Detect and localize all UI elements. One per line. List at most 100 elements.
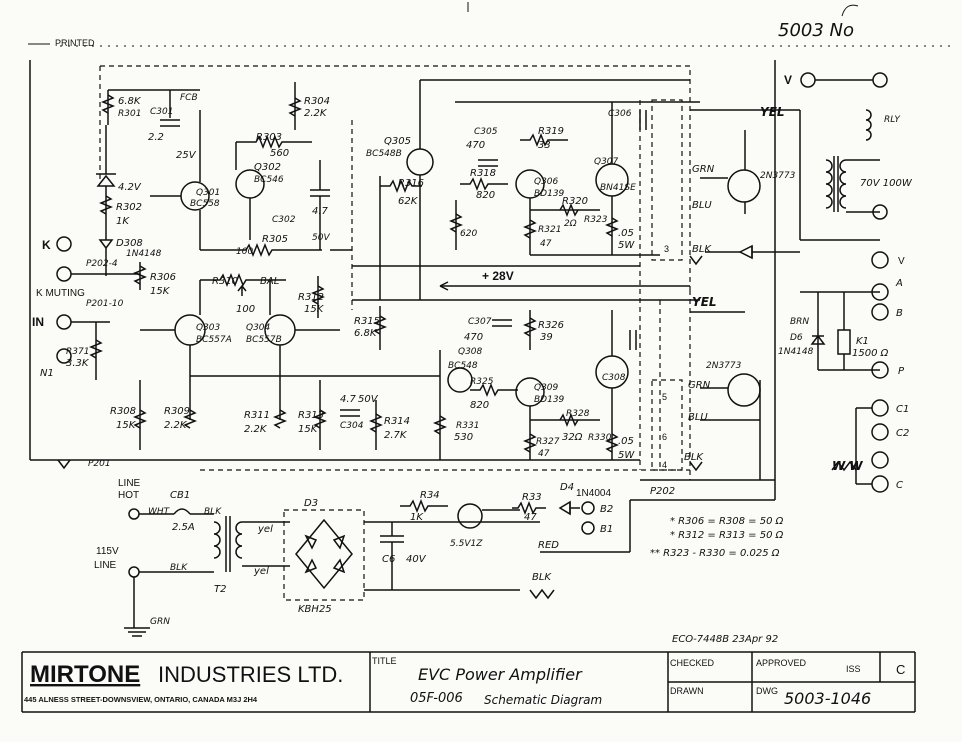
r33-ref: R33 <box>522 492 542 503</box>
terminal-in-label: IN <box>32 315 44 329</box>
q307-part: BN41SE <box>600 183 636 193</box>
corner-note: 5003 No <box>778 20 854 41</box>
r325-value: 820 <box>470 400 489 411</box>
terminal-c2-label: C2 <box>896 428 909 439</box>
r330-watt: 5W <box>618 450 635 461</box>
diff-pair: R310 100 BAL R312 15K Q303 BC557A Q304 B… <box>140 272 440 420</box>
q304-ref: Q304 <box>246 323 271 333</box>
dwg-label: DWG <box>756 686 778 696</box>
r318-value: 820 <box>476 190 495 201</box>
r331-ref: R331 <box>456 421 479 431</box>
r330-value: .05 <box>618 436 634 447</box>
cb1-ref: CB1 <box>170 490 190 501</box>
fc-label: FCB <box>180 93 198 103</box>
r327-value: 47 <box>538 449 550 459</box>
r326-value: 39 <box>540 332 553 343</box>
q309-part: BD139 <box>534 395 565 405</box>
terminal-k-muting[interactable] <box>56 266 72 282</box>
r302-value: 1K <box>116 216 130 227</box>
r304-ref: R304 <box>304 96 330 107</box>
terminal-v-right-screw[interactable] <box>872 72 888 88</box>
terminal-a[interactable] <box>871 283 889 301</box>
terminal-line-hot[interactable] <box>128 508 140 520</box>
r301-ref: R301 <box>118 109 141 119</box>
terminal-c3[interactable] <box>871 451 889 469</box>
company-brand: MIRTONE <box>30 661 140 688</box>
r327-ref: R327 <box>536 437 560 447</box>
r313-ref: R313 <box>298 410 324 421</box>
r323-value: .05 <box>618 228 634 239</box>
title-label: TITLE <box>372 656 397 666</box>
lower-output: C307 470 R326 39 Q308 BC548 R325 820 Q30… <box>432 310 637 461</box>
q303-part: BC557A <box>196 335 232 345</box>
terminal-v-top-screw[interactable] <box>800 72 816 88</box>
r321-ref: R321 <box>538 225 561 235</box>
red-label: RED <box>538 540 559 551</box>
input-section: 6.8K R301 C301 2.2 25V 4.2V R302 1K D308… <box>96 89 220 297</box>
terminal-c1-label: C1 <box>896 404 909 415</box>
r317-value: 620 <box>460 229 477 239</box>
r330-ref: R330 <box>588 433 612 443</box>
q302-part: BC546 <box>254 175 284 185</box>
r319-value: 33 <box>538 140 551 151</box>
r316-ref: R316 <box>398 178 424 189</box>
r34-value: 1K <box>410 512 424 523</box>
notes: * R306 = R308 = 50 Ω * R312 = R313 = 50 … <box>650 516 784 559</box>
terminal-c-label: C <box>896 480 903 491</box>
drawn-label: DRAWN <box>670 686 704 696</box>
c6-voltage: 40V <box>406 554 427 565</box>
r318-ref: R318 <box>470 168 496 179</box>
terminal-in[interactable] <box>56 314 72 330</box>
power-supply: LINE HOT WHT CB1 2.5A 115V LINE BLK BLK … <box>94 478 613 637</box>
terminal-b1-label: B1 <box>600 524 613 535</box>
bridge-part: KBH25 <box>298 604 332 615</box>
r311-value: 2.2K <box>244 424 268 435</box>
r308-value: 15K <box>116 420 137 431</box>
terminal-b1[interactable] <box>581 521 595 535</box>
revision-note: ECO-7448B 23Apr 92 <box>672 634 778 645</box>
terminal-c[interactable] <box>871 475 889 493</box>
q302-ref: Q302 <box>254 162 281 173</box>
line-voltage-label: 115V <box>96 546 119 557</box>
board-outline <box>99 65 691 480</box>
r311-ref: R311 <box>244 410 270 421</box>
terminal-k[interactable] <box>56 236 72 252</box>
xfmr-output-rating: 70V 100W <box>860 178 913 189</box>
c304-voltage: 50V <box>358 394 379 405</box>
c306-ref: C306 <box>608 109 632 119</box>
terminal-b2[interactable] <box>581 501 595 515</box>
terminal-p[interactable] <box>871 361 889 379</box>
q310-ref: 2N3773 <box>760 171 796 181</box>
terminal-c2[interactable] <box>871 423 889 441</box>
r301-value: 6.8K <box>118 96 142 107</box>
terminal-upper-1[interactable] <box>872 204 888 220</box>
r310-value: 100 <box>236 304 255 315</box>
terminal-n1[interactable] <box>56 348 72 364</box>
c305-ref: C305 <box>474 127 498 137</box>
part-number: 05F-006 <box>410 691 463 706</box>
d308-ref: D308 <box>116 238 143 249</box>
r315-value: 6.8K <box>354 328 378 339</box>
terminal-c1[interactable] <box>871 399 889 417</box>
terminal-a-label: A <box>895 278 903 289</box>
cb1-value: 2.5A <box>172 522 195 533</box>
c307-value: 470 <box>464 332 483 343</box>
r303-ref: R303 <box>256 132 282 143</box>
terminal-v[interactable] <box>871 251 889 269</box>
terminal-line-neutral[interactable] <box>128 566 140 578</box>
r325-ref: R325 <box>470 377 494 387</box>
r309-ref: R309 <box>164 406 190 417</box>
terminal-b[interactable] <box>871 303 889 321</box>
note-2: * R312 = R313 = 50 Ω <box>670 530 784 541</box>
blu-label-2: BLU <box>688 412 708 423</box>
terminal-b-label: B <box>896 308 903 319</box>
issue-value: C <box>896 662 905 677</box>
d308-part: 1N4148 <box>126 249 162 259</box>
r309-value: 2.2K <box>164 420 188 431</box>
q304-part: BC557B <box>246 335 282 345</box>
r306-ref: R306 <box>150 272 176 283</box>
yel-label-1: YEL <box>692 295 717 309</box>
brn-label: BRN <box>790 317 809 327</box>
r321-value: 47 <box>540 239 552 249</box>
zener-part: 5.5V1Z <box>450 539 483 549</box>
